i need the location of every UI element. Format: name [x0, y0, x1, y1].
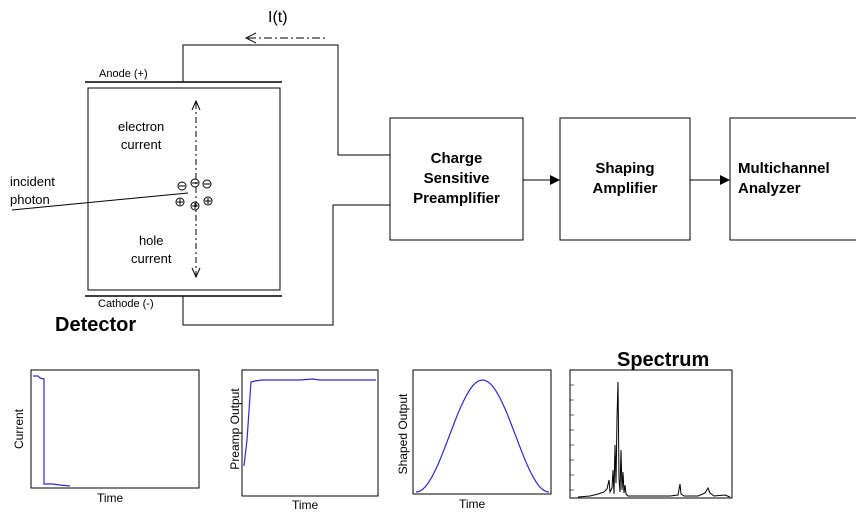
preamp-trace — [243, 378, 376, 467]
drift-arrow — [191, 99, 201, 279]
detector-title: Detector — [55, 314, 137, 336]
shaped-plot-frame — [412, 369, 552, 495]
current-trace — [33, 375, 71, 487]
spectrum-title: Spectrum — [617, 349, 710, 371]
shaped-ylabel: Shaped Output — [396, 393, 410, 475]
mca-label: Multichannel Analyzer — [738, 160, 830, 197]
shaped-trace — [415, 379, 550, 493]
current-ylabel: Current — [12, 409, 26, 450]
electron-current-label: electron current — [118, 119, 165, 152]
cathode-wire — [182, 204, 390, 326]
anode-label: Anode (+) — [99, 68, 148, 80]
preamp-xlabel: Time — [292, 498, 319, 512]
preamp-plot-frame — [241, 369, 379, 497]
block-arrows — [523, 175, 730, 185]
shaping-amplifier-block — [559, 117, 691, 241]
preamplifier-block — [389, 117, 524, 241]
shaped-xlabel: Time — [459, 497, 486, 511]
spectrum-trace — [577, 381, 731, 498]
spectrum-axis-ticks — [570, 384, 574, 491]
photon-track — [11, 192, 189, 211]
spectrum-plot-frame — [569, 369, 733, 499]
hole-current-label: hole current — [131, 233, 172, 266]
anode-wire — [182, 44, 390, 156]
signal-label: I(t) — [268, 9, 288, 26]
mca-block — [729, 117, 856, 241]
current-xlabel: Time — [97, 491, 124, 505]
incident-photon-label: incident photon — [10, 174, 55, 207]
current-plot-frame — [30, 369, 200, 489]
shaping-amplifier-label: Shaping Amplifier — [592, 160, 658, 197]
preamp-ylabel: Preamp Output — [228, 388, 242, 470]
cathode-label: Cathode (-) — [98, 298, 154, 310]
charge-carriers-icon — [175, 178, 213, 211]
detector-body — [87, 87, 281, 291]
preamplifier-label: Charge Sensitive Preamplifier — [413, 150, 500, 207]
current-direction-arrow — [244, 32, 325, 44]
